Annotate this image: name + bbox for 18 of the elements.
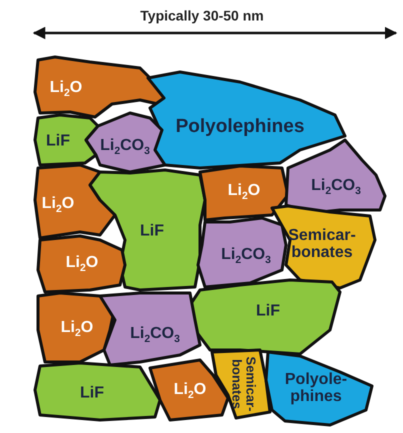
compound-label: LiF: [46, 134, 70, 150]
compound-label: Polyolephines: [176, 117, 304, 137]
compound-label: Li$_{2}$CO$_{3}$: [221, 246, 271, 268]
compound-label: Li$_{2}$CO$_{3}$: [100, 138, 150, 158]
compound-label: Li$_{2}$O: [42, 196, 74, 216]
compound-label: Li$_{2}$O: [60, 320, 94, 340]
compound-label: Li$_{2}$CO$_{3}$: [311, 178, 361, 198]
compound-label: Li$_{2}$O: [174, 382, 206, 402]
compound-label: Li$_{2}$O: [50, 80, 82, 100]
compound-label: Semicar- bonates: [230, 356, 258, 414]
compound-label: LiF: [80, 386, 104, 402]
dimension-label: Typically 30-50 nm: [140, 8, 264, 24]
compound-label: Li$_{2}$CO$_{3}$: [130, 326, 180, 346]
compound-label: Semicar- bonates: [287, 228, 357, 262]
compound-label: LiF: [140, 224, 164, 240]
compound-label: LiF: [256, 304, 280, 320]
compound-label: Polyole- phines: [284, 372, 348, 406]
compound-label: Li$_{2}$O: [66, 254, 98, 276]
